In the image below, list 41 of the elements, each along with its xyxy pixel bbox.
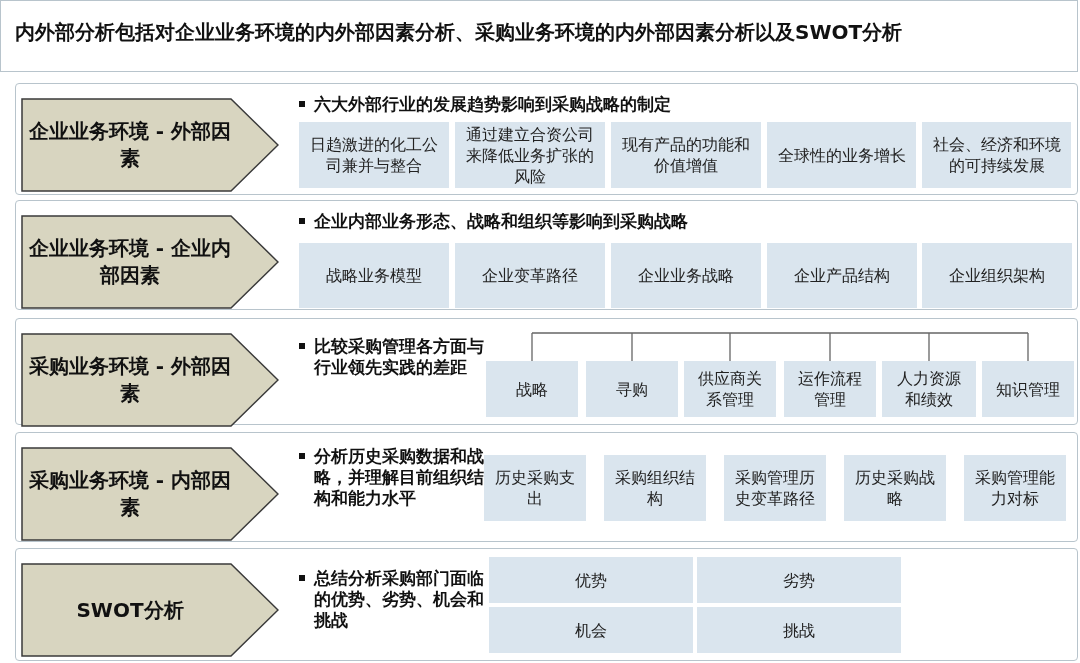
row-panel bbox=[15, 200, 1078, 310]
topic-box: 社会、经济和环境的可持续发展 bbox=[922, 122, 1071, 188]
bullet-heading: 分析历史采购数据和战略，并理解目前组织结构和能力水平 bbox=[314, 446, 485, 509]
bullet-heading: 企业内部业务形态、战略和组织等影响到采购战略 bbox=[314, 211, 689, 232]
topic-box: 知识管理 bbox=[982, 361, 1074, 417]
chevron-label: 企业业务环境 - 外部因素 bbox=[21, 98, 279, 192]
row-panel bbox=[15, 432, 1078, 542]
topic-box: 战略业务模型 bbox=[299, 243, 449, 308]
topic-box: 历史采购战略 bbox=[844, 455, 946, 521]
topic-box: 挑战 bbox=[697, 607, 901, 653]
topic-box: 企业产品结构 bbox=[767, 243, 917, 308]
chevron-label: 企业业务环境 - 企业内部因素 bbox=[21, 215, 279, 309]
topic-box: 机会 bbox=[489, 607, 693, 653]
chevron-label: 采购业务环境 - 外部因素 bbox=[21, 333, 279, 427]
topic-box: 战略 bbox=[486, 361, 578, 417]
topic-box: 劣势 bbox=[697, 557, 901, 603]
row-panel bbox=[15, 83, 1078, 195]
title-bar: 内外部分析包括对企业业务环境的内外部因素分析、采购业务环境的内外部因素分析以及SWOT分析 bbox=[0, 0, 1078, 72]
chevron-label: 采购业务环境 - 内部因素 bbox=[21, 447, 279, 541]
bullet-heading: 比较采购管理各方面与行业领先实践的差距 bbox=[314, 336, 485, 378]
topic-box: 通过建立合资公司来降低业务扩张的风险 bbox=[455, 122, 605, 188]
topic-box: 人力资源和绩效 bbox=[882, 361, 976, 417]
chevron-label: SWOT分析 bbox=[21, 563, 279, 657]
topic-box: 寻购 bbox=[586, 361, 678, 417]
bullet-heading: 总结分析采购部门面临的优势、劣势、机会和挑战 bbox=[314, 568, 485, 631]
topic-box: 采购组织结构 bbox=[604, 455, 706, 521]
topic-box: 现有产品的功能和价值增值 bbox=[611, 122, 761, 188]
topic-box: 历史采购支出 bbox=[484, 455, 586, 521]
row-panel bbox=[15, 318, 1078, 425]
row-panel bbox=[15, 548, 1078, 661]
topic-box: 采购管理能力对标 bbox=[964, 455, 1066, 521]
topic-box: 供应商关系管理 bbox=[684, 361, 776, 417]
topic-box: 企业业务战略 bbox=[611, 243, 761, 308]
topic-box: 运作流程管理 bbox=[784, 361, 876, 417]
bullet-heading: 六大外部行业的发展趋势影响到采购战略的制定 bbox=[314, 94, 672, 115]
topic-box: 日趋激进的化工公司兼并与整合 bbox=[299, 122, 449, 188]
topic-box: 采购管理历史变革路径 bbox=[724, 455, 826, 521]
topic-box: 企业变革路径 bbox=[455, 243, 605, 308]
topic-box: 优势 bbox=[489, 557, 693, 603]
topic-box: 企业组织架构 bbox=[922, 243, 1072, 308]
topic-box: 全球性的业务增长 bbox=[767, 122, 916, 188]
